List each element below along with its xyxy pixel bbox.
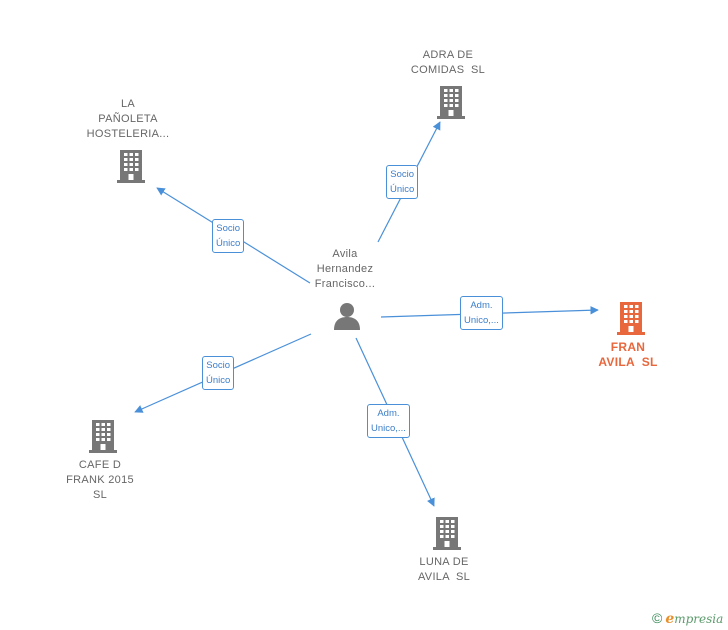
relation-label-line: Adm. <box>470 300 493 311</box>
building-icon <box>89 420 117 453</box>
relation-label-line: Socio <box>390 169 415 180</box>
company-name-panoleta-line: HOSTELERIA... <box>86 128 170 140</box>
company-name-fran-line: FRAN <box>610 340 646 354</box>
building-icon <box>617 302 645 335</box>
building-icon <box>117 150 145 183</box>
person-name-line: Avila <box>332 248 358 260</box>
relation-label-line: Único <box>206 375 231 386</box>
company-name-panoleta[interactable]: LA PAÑOLETA HOSTELERIA... <box>87 97 170 142</box>
building-icon <box>437 86 465 119</box>
company-name-cafe-line: CAFE D <box>78 459 122 471</box>
company-name-luna[interactable]: LUNA DE AVILA SL <box>418 555 470 585</box>
copyright-symbol: © <box>652 610 663 626</box>
company-name-adra-line: ADRA DE <box>422 49 474 61</box>
company-name-luna-line: LUNA DE <box>419 556 469 568</box>
relation-label-line: Adm. <box>377 408 400 419</box>
relation-label-line: Socio <box>216 223 241 234</box>
building-icon <box>433 517 461 550</box>
brand-logo: ©empresia <box>652 610 724 627</box>
relation-label-line: Unico,... <box>464 315 499 326</box>
relation-label-line: Socio <box>206 360 231 371</box>
company-name-cafe-line: SL <box>92 489 108 501</box>
company-name-luna-line: AVILA SL <box>417 571 471 583</box>
person-icon <box>334 303 360 330</box>
relation-label-luna[interactable]: Adm. Unico,... <box>367 404 410 438</box>
relation-label-line: Único <box>216 238 241 249</box>
person-name-line: Hernandez <box>316 263 374 275</box>
company-name-adra[interactable]: ADRA DE COMIDAS SL <box>411 48 485 78</box>
company-name-fran-line: AVILA SL <box>598 355 658 369</box>
relation-label-line: Único <box>390 184 415 195</box>
company-name-panoleta-line: PAÑOLETA <box>98 113 158 125</box>
relation-label-line: Unico,... <box>371 423 406 434</box>
company-name-cafe-line: FRANK 2015 <box>66 474 134 486</box>
person-name-line: Francisco... <box>314 278 376 290</box>
company-name-adra-line: COMIDAS SL <box>410 64 486 76</box>
company-name-panoleta-line: LA <box>120 98 136 110</box>
relation-label-fran[interactable]: Adm. Unico,... <box>460 296 503 330</box>
